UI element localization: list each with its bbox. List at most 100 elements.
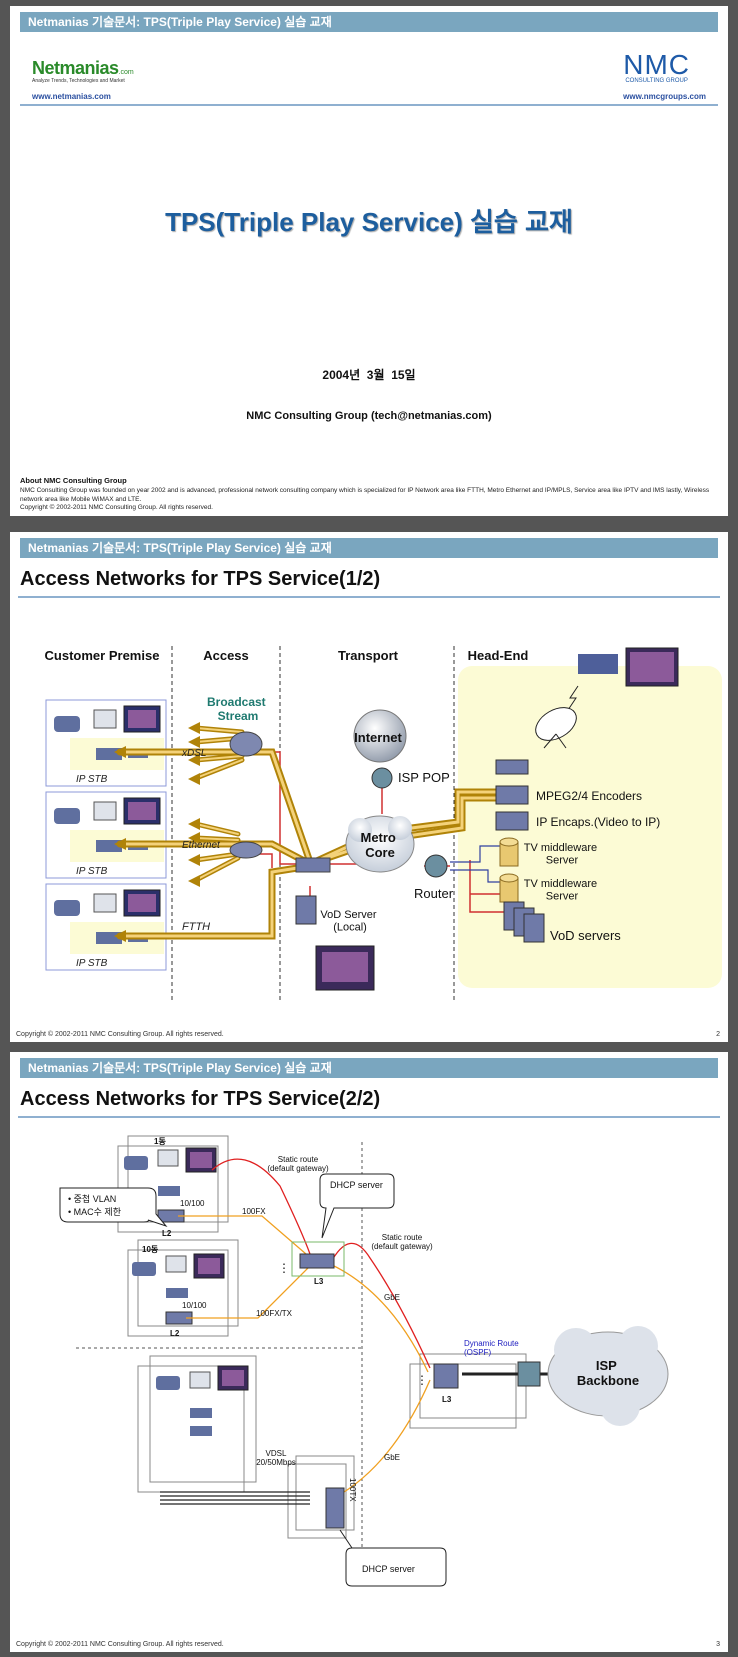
slide-title: Access Networks for TPS Service(1/2)	[20, 568, 381, 590]
ip-stb-label: IP STB	[76, 866, 108, 877]
dhcp-callout	[339, 1529, 447, 1587]
video-source-frame	[630, 652, 674, 682]
isp-pop-router-icon	[371, 767, 393, 789]
netmanias-logo-com: .com	[118, 69, 134, 76]
netmanias-url[interactable]: www.netmanias.com	[32, 92, 111, 101]
vlan-callout	[59, 1187, 168, 1228]
text-line: (OSPF)	[464, 1348, 491, 1357]
isp-router-icon	[517, 1361, 541, 1387]
header-bar: Netmanias 기술문서: TPS(Triple Play Service)…	[20, 1058, 718, 1078]
col-access: Access	[203, 648, 249, 663]
text-line: Backbone	[577, 1373, 639, 1388]
encoders-label: MPEG2/4 Encoders	[536, 789, 642, 803]
bullet-nested-vlan: • 중첩 VLAN	[68, 1194, 116, 1204]
netmanias-logo: Netmanias.com Analyze Trends, Technologi…	[32, 58, 134, 84]
pc-icon	[157, 1149, 179, 1167]
slide-title: Access Networks for TPS Service(2/2)	[20, 1088, 381, 1110]
xdsl-label: xDSL	[181, 748, 206, 759]
dslam-icon	[229, 731, 263, 757]
vdsl-modem-icon	[190, 1426, 212, 1436]
nmc-url[interactable]: www.nmcgroups.com	[623, 92, 706, 101]
ip-stb-label: IP STB	[76, 774, 108, 785]
text-line: (default gateway)	[267, 1164, 329, 1173]
netmanias-logo-main: Netmanias	[32, 58, 119, 78]
text-line: Core	[365, 845, 395, 860]
l2-label: L2	[170, 1329, 180, 1338]
vod-servers-label: VoD servers	[550, 928, 621, 943]
cover-page: Netmanias 기술문서: TPS(Triple Play Service)…	[10, 6, 728, 516]
vod-server-local-icon	[295, 895, 317, 925]
dynamic-route-label: Dynamic Route(OSPF)	[464, 1339, 519, 1357]
building-box	[127, 1239, 239, 1337]
phone-icon	[124, 1156, 148, 1170]
header-bar: Netmanias 기술문서: TPS(Triple Play Service)…	[20, 12, 718, 32]
vdsl-box	[287, 1455, 355, 1539]
isp-backbone-cloud-icon	[547, 1326, 669, 1426]
nmc-logo-main: NMC	[623, 49, 690, 80]
bullet-mac-limit: • MAC수 제한	[68, 1207, 121, 1217]
nmc-logo: NMC CONSULTING GROUP	[623, 49, 690, 85]
vod-server-local-label: VoD Server (Local)	[320, 909, 379, 934]
internet-label: Internet	[354, 730, 402, 745]
ethernet-label: Ethernet	[182, 840, 221, 851]
title-rule	[18, 1116, 720, 1118]
isp-pop-label: ISP POP	[398, 770, 450, 785]
ip-encaps-label: IP Encaps.(Video to IP)	[536, 815, 660, 829]
pc-icon	[93, 893, 117, 913]
stb-icon	[190, 1408, 212, 1418]
stb-icon	[158, 1186, 180, 1196]
metro-core-cloud-icon	[345, 815, 415, 873]
pc-icon	[189, 1371, 211, 1389]
router-label: Router	[414, 886, 454, 901]
internet-globe-icon	[353, 709, 407, 763]
nmc-logo-sub: CONSULTING GROUP	[625, 78, 688, 84]
video-thumbnail-frame	[322, 952, 368, 982]
l3-label: L3	[442, 1395, 452, 1404]
cover-author: NMC Consulting Group (tech@netmanias.com…	[246, 410, 492, 422]
floor1-label: 1동	[154, 1137, 166, 1146]
tv-middleware-label: TV middleware Server	[524, 878, 600, 903]
lightning-icon	[567, 685, 579, 711]
satellite-dish-icon	[535, 707, 577, 749]
aggregation-switch-icon	[295, 857, 331, 873]
dhcp-server-label: DHCP server	[330, 1180, 383, 1190]
text-line: Server	[546, 891, 579, 903]
text-line: Server	[546, 855, 579, 867]
phone-icon	[132, 1262, 156, 1276]
tv-middleware-label: TV middleware Server	[524, 842, 600, 867]
ftth-label: FTTH	[182, 921, 210, 933]
title-rule	[18, 596, 720, 598]
text-line: 20/50Mbps	[256, 1458, 296, 1467]
dhcp-server-label: DHCP server	[362, 1564, 415, 1574]
household-devices	[156, 1365, 249, 1436]
slide-access-networks-1: Netmanias 기술문서: TPS(Triple Play Service)…	[10, 532, 728, 1042]
page-number: 2	[716, 1031, 720, 1038]
l2-label: L2	[162, 1229, 172, 1238]
speed-label: 10/100	[182, 1301, 207, 1310]
encoder-icon	[495, 785, 529, 805]
isp-backbone-label: ISP Backbone	[577, 1358, 639, 1388]
col-transport: Transport	[338, 648, 399, 663]
about-text: NMC Consulting Group was founded on year…	[20, 487, 710, 503]
core-box	[409, 1353, 527, 1429]
phone-icon	[156, 1376, 180, 1390]
netmanias-tagline: Analyze Trends, Technologies and Market	[32, 78, 125, 84]
pc-icon	[165, 1255, 187, 1273]
l3-switch-box	[291, 1241, 345, 1277]
metro-core-label: Metro Core	[360, 830, 399, 860]
household-devices	[124, 1147, 217, 1223]
dhcp-callout	[319, 1173, 395, 1239]
vod-servers-icon	[503, 901, 545, 943]
link-100tx: 100TX	[348, 1478, 357, 1502]
about-heading: About NMC Consulting Group	[20, 476, 127, 485]
vdsl-dslam-icon	[325, 1487, 345, 1529]
l3-core-router-icon	[433, 1363, 459, 1389]
text-line: Stream	[218, 709, 259, 723]
blue-links	[450, 845, 504, 883]
speed-label: 10/100	[180, 1199, 205, 1208]
stb-icon	[96, 748, 122, 760]
page-number: 3	[716, 1641, 720, 1648]
pc-icon	[93, 801, 117, 821]
static-route-label: Static route(default gateway)	[371, 1233, 433, 1251]
